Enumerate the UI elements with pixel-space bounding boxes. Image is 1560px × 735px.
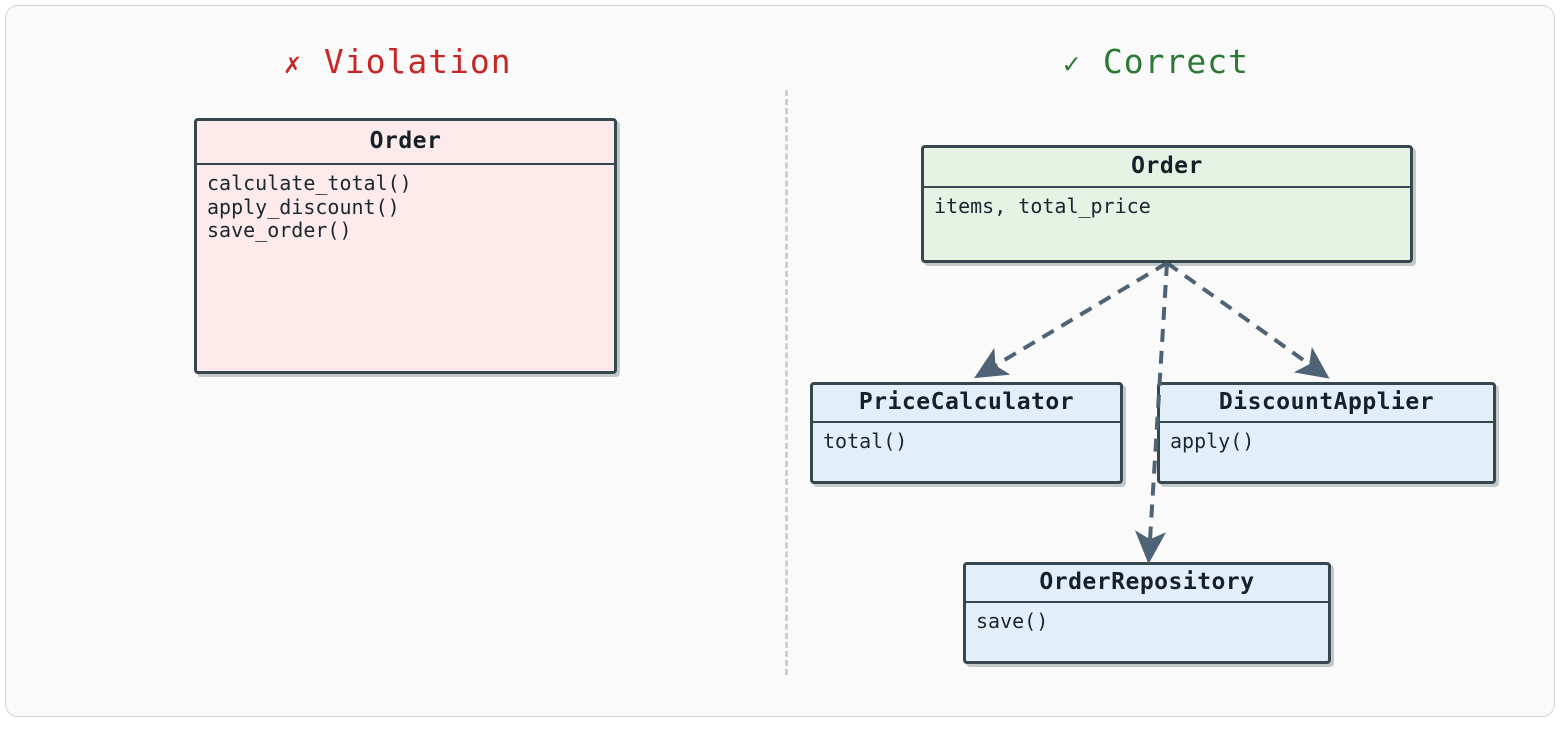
class-title: DiscountApplier: [1160, 385, 1493, 423]
class-box-orderrepository[interactable]: OrderRepository save(): [963, 562, 1331, 664]
class-members: items, total_price: [934, 194, 1151, 218]
correct-panel-label: Correct: [1102, 42, 1249, 81]
check-icon: ✓: [1063, 47, 1081, 80]
class-members: save(): [976, 609, 1049, 633]
class-title: PriceCalculator: [813, 385, 1120, 423]
class-members: total(): [823, 429, 908, 453]
class-members: calculate_total() apply_discount() save_…: [207, 171, 412, 243]
diagram-card: ✗ Violation ✓ Correct Order calculate_tota…: [5, 5, 1555, 717]
class-members: apply(): [1170, 429, 1255, 453]
arrow-order-to-pricecalculator: [974, 261, 1169, 379]
cross-icon: ✗: [284, 47, 302, 80]
class-box-pricecalculator[interactable]: PriceCalculator total(): [810, 382, 1123, 484]
class-title: OrderRepository: [966, 565, 1328, 603]
class-box-discountapplier[interactable]: DiscountApplier apply(): [1157, 382, 1496, 484]
arrow-order-to-discountapplier: [1165, 261, 1330, 379]
panel-divider: [785, 90, 788, 675]
class-box-order-violation[interactable]: Order calculate_total() apply_discount()…: [194, 118, 617, 374]
violation-panel-title: ✗ Violation: [284, 42, 512, 81]
class-box-order-correct[interactable]: Order items, total_price: [921, 145, 1413, 263]
class-title: Order: [197, 121, 614, 165]
violation-panel-label: Violation: [323, 42, 512, 81]
correct-panel-title: ✓ Correct: [1063, 42, 1249, 81]
class-title: Order: [924, 148, 1410, 188]
